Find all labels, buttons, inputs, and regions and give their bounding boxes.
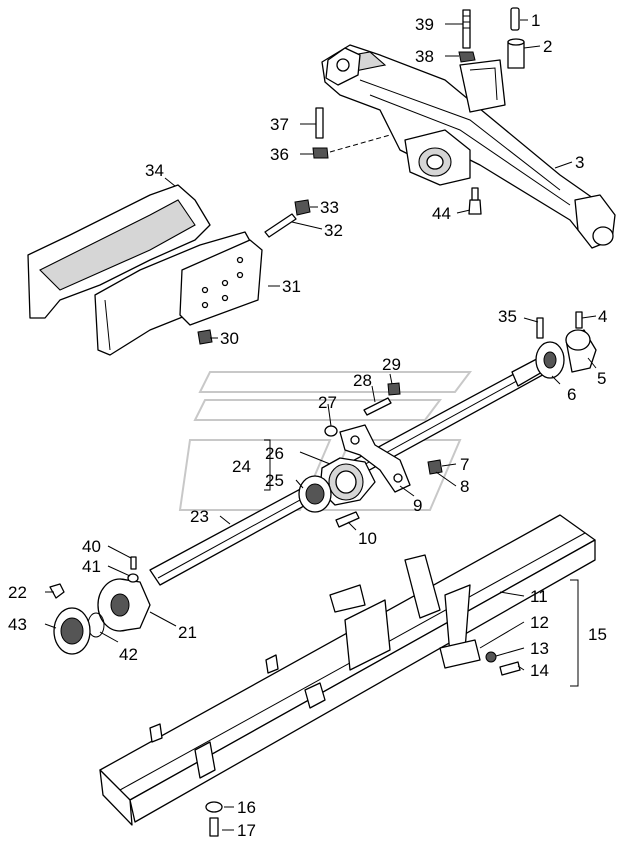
callout-31: 31 <box>282 277 301 296</box>
callout-11: 11 <box>530 587 548 606</box>
nut-36 <box>312 147 329 159</box>
callout-12: 12 <box>530 613 549 632</box>
bolt-28 <box>363 397 392 416</box>
callout-43: 43 <box>8 615 27 634</box>
callout-1: 1 <box>531 11 540 30</box>
callout-16: 16 <box>237 798 256 817</box>
nut-13 <box>485 651 497 663</box>
plate-31 <box>179 239 263 326</box>
callout-9: 9 <box>413 496 422 515</box>
callout-2: 2 <box>543 37 552 56</box>
callout-labels: 1 2 3 4 5 6 7 8 9 10 11 12 13 14 15 16 1… <box>8 11 607 840</box>
nut-33 <box>294 199 311 216</box>
bolt-1 <box>510 7 520 31</box>
callout-26: 26 <box>265 444 284 463</box>
callout-27: 27 <box>318 393 337 412</box>
pin-35 <box>536 317 544 339</box>
callout-34: 34 <box>145 161 164 180</box>
frame-rail <box>99 514 596 826</box>
fitting-44 <box>468 187 482 215</box>
callout-14: 14 <box>530 661 549 680</box>
callout-15: 15 <box>588 625 607 644</box>
callout-40: 40 <box>82 537 101 556</box>
bushing-2 <box>507 38 525 69</box>
callout-17: 17 <box>237 821 256 840</box>
callout-4: 4 <box>598 307 607 326</box>
callout-5: 5 <box>597 369 606 388</box>
callout-33: 33 <box>320 198 339 217</box>
bearing-housing-26 <box>319 457 376 506</box>
front-axle <box>321 44 616 249</box>
bolt-4 <box>575 311 583 329</box>
callout-36: 36 <box>270 145 289 164</box>
callout-37: 37 <box>270 115 289 134</box>
group-bracket-15 <box>570 579 579 687</box>
callout-7: 7 <box>460 455 469 474</box>
callout-38: 38 <box>415 47 434 66</box>
cap-5 <box>565 329 597 373</box>
bracket-9 <box>339 424 411 493</box>
stud-37 <box>315 107 324 139</box>
bolt-14 <box>499 661 521 676</box>
flange-21 <box>97 578 151 632</box>
ring-41 <box>127 573 139 583</box>
callout-22: 22 <box>8 583 27 602</box>
leader-lines <box>44 19 597 831</box>
nut-30 <box>197 329 213 345</box>
callout-23: 23 <box>190 507 209 526</box>
callout-30: 30 <box>220 329 239 348</box>
group-bracket-24 <box>264 439 271 491</box>
bolt-10 <box>335 511 360 528</box>
callout-24: 24 <box>232 457 251 476</box>
callout-28: 28 <box>353 371 372 390</box>
callout-8: 8 <box>460 477 469 496</box>
callout-10: 10 <box>358 529 377 548</box>
callout-13: 13 <box>530 639 549 658</box>
nut-29 <box>387 382 401 396</box>
stud-39 <box>462 9 471 49</box>
hub-43 <box>53 607 91 655</box>
nut-38 <box>458 51 476 63</box>
bearing-25 <box>298 475 332 513</box>
bolt-32 <box>264 213 297 238</box>
callout-32: 32 <box>324 221 343 240</box>
nut-7 <box>427 459 443 475</box>
callout-44: 44 <box>432 204 451 223</box>
callout-3: 3 <box>575 153 584 172</box>
washer-27 <box>324 425 338 437</box>
callout-6: 6 <box>567 385 576 404</box>
washer-16 <box>205 801 223 813</box>
callout-21: 21 <box>178 623 197 642</box>
callout-39: 39 <box>415 15 434 34</box>
callout-42: 42 <box>119 645 138 664</box>
callout-29: 29 <box>382 355 401 374</box>
coupling-6 <box>535 341 565 379</box>
cap-22 <box>49 583 65 599</box>
bolt-40 <box>130 556 137 570</box>
callout-25: 25 <box>265 471 284 490</box>
callout-35: 35 <box>498 307 517 326</box>
bolt-17 <box>209 817 219 837</box>
callout-41: 41 <box>82 557 101 576</box>
